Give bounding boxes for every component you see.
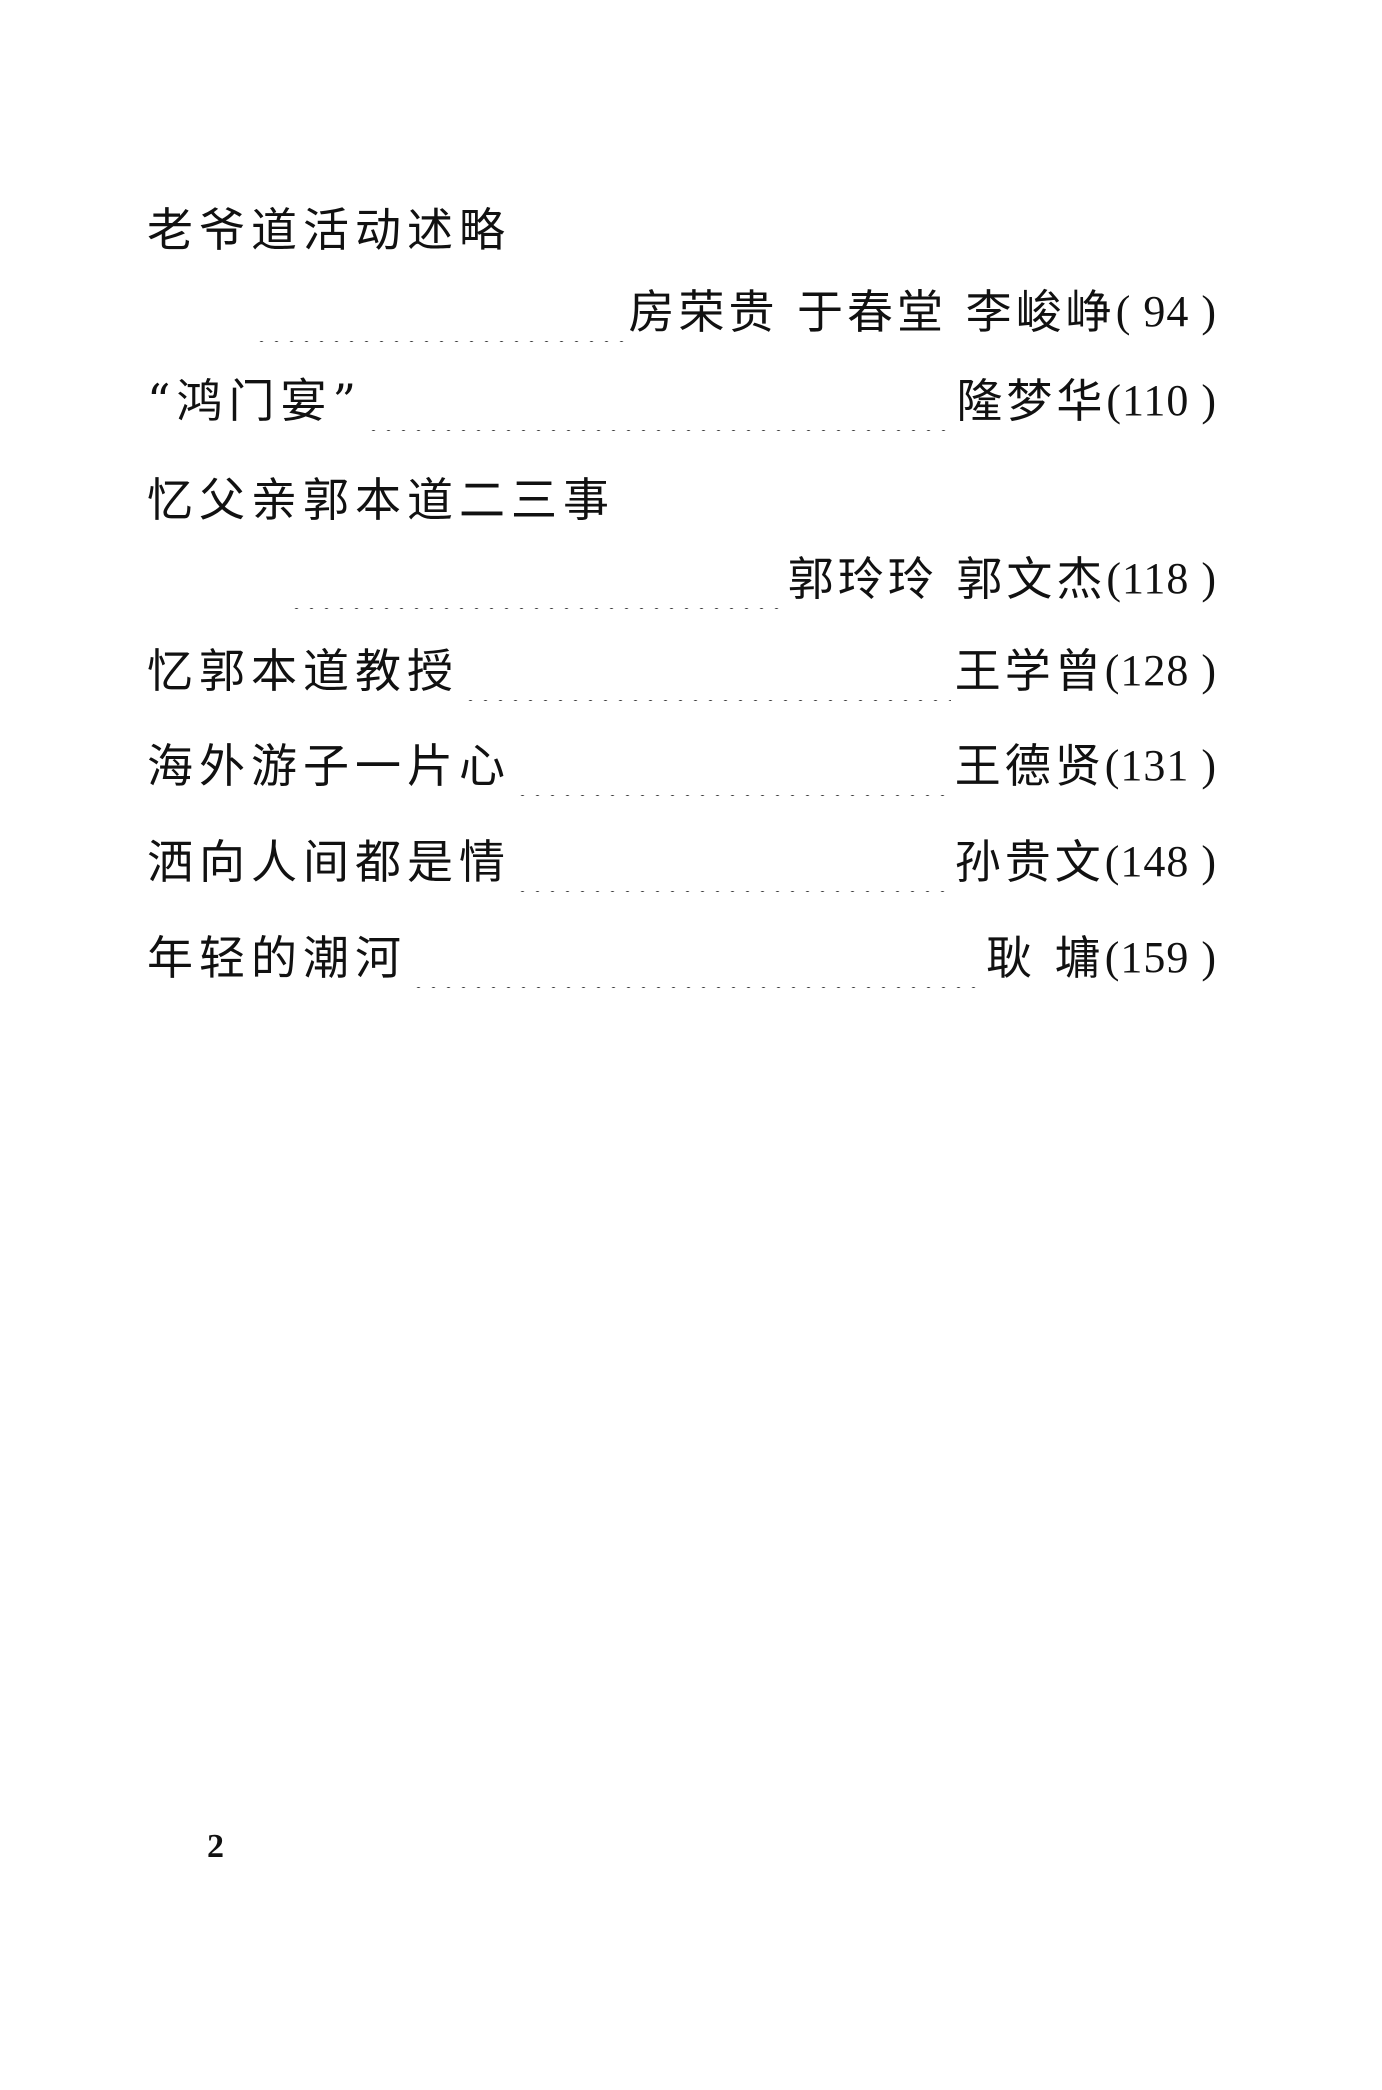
toc-title: 年轻的潮河 <box>147 931 407 985</box>
toc-entry: 郭玲玲 郭文杰 (118 ) <box>285 549 1217 609</box>
toc-page: (148 ) <box>1104 837 1217 886</box>
dot-leader <box>515 832 951 892</box>
toc-title: 忆郭本道教授 <box>147 644 459 698</box>
toc-title: 海外游子一片心 <box>147 739 511 793</box>
toc-author: 王德贤 <box>954 739 1105 793</box>
toc-title: 忆父亲郭本道二三事 <box>147 473 615 527</box>
toc-entry: 房荣贵 于春堂 李峻峥 ( 94 ) <box>250 282 1217 342</box>
toc-entry: 洒向人间都是情 孙贵文 (148 ) <box>147 832 1217 892</box>
toc-title: “鸿门宴” <box>147 374 363 428</box>
dot-leader <box>515 736 951 796</box>
dot-leader <box>254 282 625 342</box>
toc-author: 耿 墉 <box>986 931 1105 985</box>
dot-leader <box>463 641 951 701</box>
toc-page: (159 ) <box>1104 933 1217 982</box>
dot-leader <box>366 371 953 431</box>
toc-entry: “鸿门宴” 隆梦华 (110 ) <box>147 371 1217 431</box>
toc-page: ( 94 ) <box>1115 287 1217 336</box>
toc-title: 老爷道活动述略 <box>147 203 511 257</box>
toc-author: 郭玲玲 郭文杰 <box>787 552 1107 606</box>
dot-leader <box>289 549 784 609</box>
toc-page: (131 ) <box>1104 741 1217 790</box>
page-number: 2 <box>207 1828 224 1865</box>
toc-author: 隆梦华 <box>956 374 1107 428</box>
toc-entry-title: 老爷道活动述略 <box>147 200 1217 260</box>
toc-entry: 忆郭本道教授 王学曾 (128 ) <box>147 641 1217 701</box>
toc-page: (128 ) <box>1104 646 1217 695</box>
toc-author: 王学曾 <box>954 644 1105 698</box>
toc-author: 房荣贵 于春堂 李峻峥 <box>628 285 1116 339</box>
dot-leader <box>411 928 983 988</box>
toc-page: (118 ) <box>1106 554 1217 603</box>
toc-page: (110 ) <box>1106 376 1217 425</box>
toc-entry: 年轻的潮河 耿 墉 (159 ) <box>147 928 1217 988</box>
toc-entry-title: 忆父亲郭本道二三事 <box>147 470 1217 530</box>
toc-author: 孙贵文 <box>954 835 1105 889</box>
toc-title: 洒向人间都是情 <box>147 835 511 889</box>
toc-entry: 海外游子一片心 王德贤 (131 ) <box>147 736 1217 796</box>
